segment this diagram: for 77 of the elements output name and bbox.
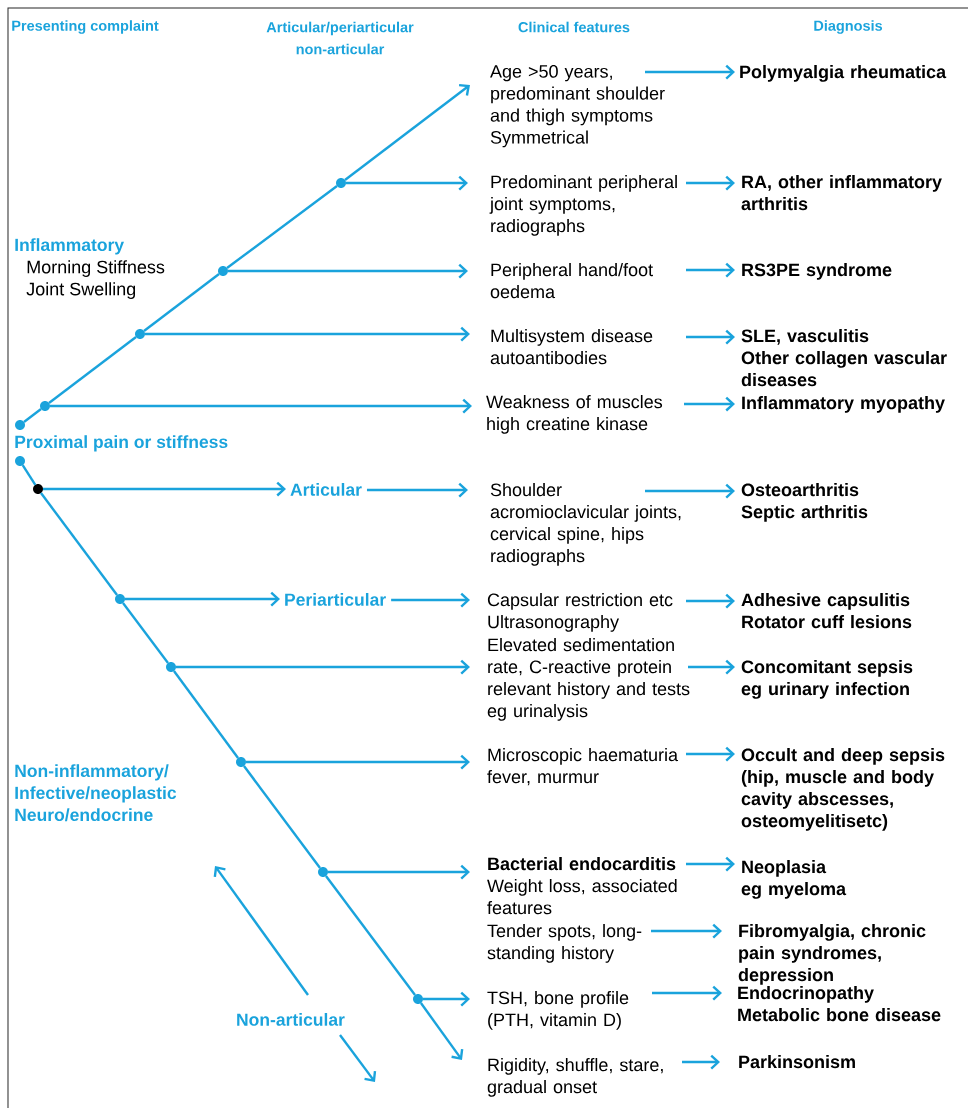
arrow xyxy=(645,483,735,499)
branch-line xyxy=(122,602,169,664)
branch-line xyxy=(21,464,37,486)
arrow xyxy=(686,856,735,872)
arrow xyxy=(328,864,470,880)
diagnosis-text: Concomitant sepsis eg urinary infection xyxy=(741,660,913,699)
diagnosis-text: Parkinsonism xyxy=(739,1055,855,1069)
feature-text: Microscopic haematuria fever, murmur xyxy=(487,748,679,786)
diagnosis-text: Fibromyalgia, chronic pain syndromes, depression xyxy=(738,924,926,985)
category-label: Periarticular xyxy=(285,593,386,606)
diagnosis-text: Polymyalgia rheumatica xyxy=(740,65,947,82)
column-header: Presenting complaint xyxy=(12,20,159,34)
arrow xyxy=(651,923,722,939)
feature-text: Capsular restriction etc Ultrasonography xyxy=(487,593,673,632)
arrow xyxy=(228,263,468,279)
arrow xyxy=(346,175,468,191)
arrow xyxy=(339,1034,377,1082)
side-label: Proximal pain or stiffness xyxy=(15,435,228,452)
feature-text: Peripheral hand/foot oedema xyxy=(490,263,653,299)
feature-text: Weakness of muscles high creatine kinase xyxy=(486,395,663,434)
diagnosis-text: Neoplasia eg myeloma xyxy=(741,860,847,899)
feature-text: TSH, bone profile (PTH, vitamin D) xyxy=(487,991,629,1030)
diagnosis-text: Occult and deep sepsis (hip, muscle and body cavity abscesses, osteomyelitisetc) xyxy=(741,748,945,831)
column-header: Articular/periarticular non-articular xyxy=(266,21,414,55)
diagnosis-text: Osteoarthritis Septic arthritis xyxy=(741,483,868,522)
diagnosis-text: SLE, vasculitis Other collagen vascular diseases xyxy=(741,329,947,387)
branch-line xyxy=(243,765,321,869)
category-label: Non-articular xyxy=(237,1013,345,1026)
arrow xyxy=(419,1002,464,1060)
arrow xyxy=(682,1054,720,1070)
diagnosis-text: RA, other inflammatory arthritis xyxy=(741,175,942,211)
arrow xyxy=(213,866,309,996)
branch-line xyxy=(48,336,137,404)
feature-text: Predominant peripheral joint symptoms, radiographs xyxy=(489,175,677,236)
arrow xyxy=(366,482,468,498)
arrow xyxy=(43,481,286,497)
arrow xyxy=(391,592,470,608)
feature-text: Rigidity, shuffle, stare, gradual onset xyxy=(487,1058,663,1097)
branch-line xyxy=(173,670,239,759)
feature-text: Age >50 years, predominant shoulder and thigh symptoms Symmetrical xyxy=(490,65,665,148)
arrow xyxy=(686,175,735,191)
arrow xyxy=(145,326,470,342)
side-label: Non-inflammatory/ Infective/neoplastic Neuro/endocrine xyxy=(15,764,177,822)
diagnosis-text: Endocrinopathy Metabolic bone disease xyxy=(738,986,941,1022)
column-header: Diagnosis xyxy=(814,20,883,34)
branch-line xyxy=(325,875,416,996)
diagnosis-text: Inflammatory myopathy xyxy=(742,396,945,413)
arrow xyxy=(125,591,280,607)
diagnosis-text: Adhesive capsulitis Rotator cuff lesions xyxy=(741,593,912,629)
arrow xyxy=(652,985,722,1001)
feature-text: Elevated sedimentation rate, C-reactive protein relevant history and tests eg urinalysis xyxy=(487,638,690,721)
branch-line xyxy=(226,185,338,269)
side-label: Joint Swelling xyxy=(26,282,136,299)
branch-line xyxy=(23,408,42,423)
feature-text: Bacterial endocarditis Weight loss, associated features xyxy=(487,857,677,915)
arrow xyxy=(686,746,735,762)
branch-line xyxy=(143,273,220,332)
arrow xyxy=(688,659,735,675)
arrow xyxy=(686,329,735,345)
side-label: Inflammatory xyxy=(15,238,124,255)
side-label: Morning Stiffness xyxy=(27,260,165,277)
branch-line xyxy=(40,492,118,596)
feature-text: Tender spots, long-standing history xyxy=(487,924,642,963)
arrow xyxy=(344,83,470,181)
arrow xyxy=(686,593,735,609)
arrow xyxy=(686,262,735,278)
arrow xyxy=(176,659,470,675)
arrow xyxy=(645,64,735,80)
arrow xyxy=(246,754,470,770)
arrow xyxy=(50,398,472,414)
arrow xyxy=(423,991,470,1007)
category-label: Articular xyxy=(290,483,362,496)
diagnosis-text: RS3PE syndrome xyxy=(742,263,892,280)
arrow xyxy=(684,396,735,412)
feature-text: Shoulder acromioclavicular joints, cervical spine, hips radiographs xyxy=(490,483,681,566)
feature-text: Multisystem disease autoantibodies xyxy=(490,329,653,365)
column-header: Clinical features xyxy=(518,21,630,33)
